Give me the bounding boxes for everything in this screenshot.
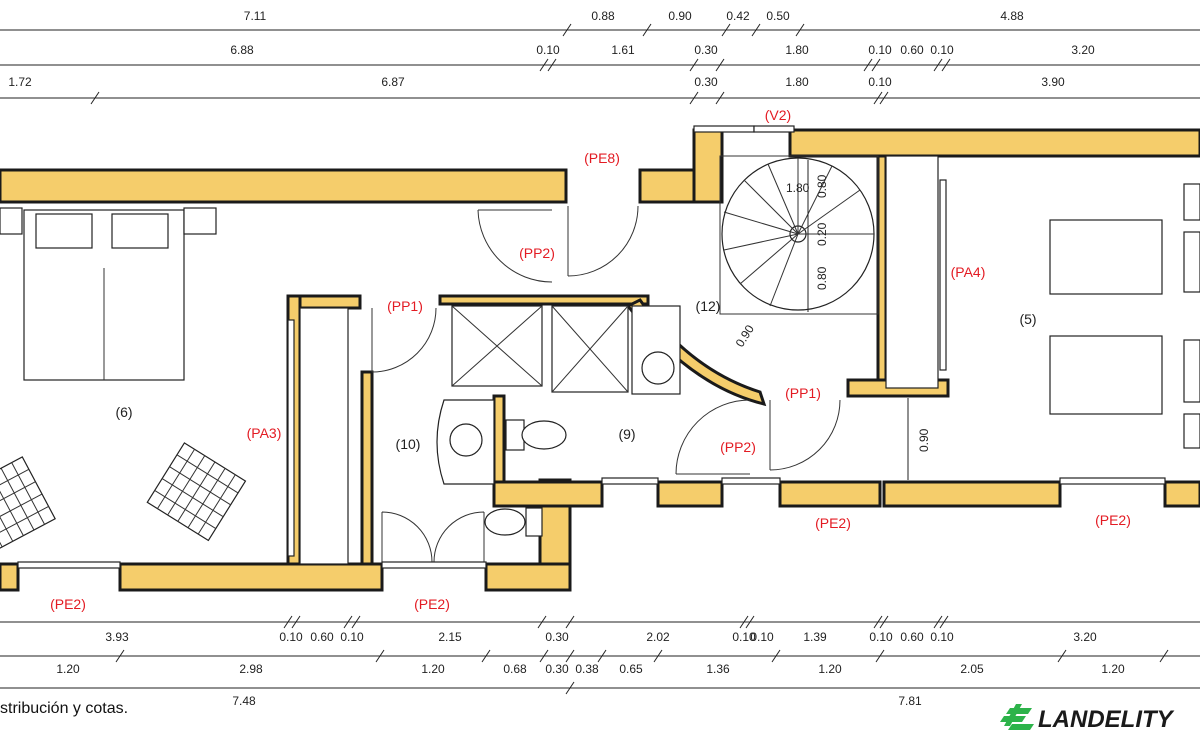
bottom-dim-3-1: 7.48 [232,694,256,708]
top-dim-1-6: 4.88 [1000,9,1024,23]
room-6: (6) [115,404,132,420]
room-12: (12) [696,298,721,314]
bottom-dim-2-4: 0.68 [503,662,527,676]
inner-dim-5: 0.90 [733,322,757,350]
bottom-dim-1-3: 0.60 [310,630,334,644]
top-dim-2-5: 1.80 [785,43,809,57]
top-dim-2-2: 0.10 [536,43,560,57]
label-pp1-left: (PP1) [387,298,423,314]
top-dimensions: 7.11 0.88 0.90 0.42 0.50 4.88 6.88 0.10 … [0,9,1200,105]
top-dim-2-7: 0.60 [900,43,924,57]
bottom-dim-1-11: 0.10 [869,630,893,644]
room-10: (10) [396,436,421,452]
top-dim-2-9: 3.20 [1071,43,1095,57]
label-pp2-top: (PP2) [519,245,555,261]
bottom-dim-3-2: 7.81 [898,694,922,708]
shower-icon [451,305,629,393]
bottom-dim-2-11: 1.20 [1101,662,1125,676]
label-pe8: (PE8) [584,150,620,166]
bottom-dim-2-6: 0.38 [575,662,599,676]
inner-dim-1: 1.80 [786,181,810,195]
bed-icon [0,183,1200,449]
tick-mark-icon [90,23,951,105]
landelity-logo-icon [1000,704,1034,730]
bottom-dim-1-6: 0.30 [545,630,569,644]
bottom-dim-1-4: 0.10 [340,630,364,644]
top-dim-3-5: 0.10 [868,75,892,89]
bottom-dim-2-2: 2.98 [239,662,263,676]
top-dim-2-6: 0.10 [868,43,892,57]
inner-dim-4: 0.80 [815,266,829,290]
bottom-dim-1-2: 0.10 [279,630,303,644]
top-dim-3-3: 0.30 [694,75,718,89]
label-pp2-bottom: (PP2) [720,439,756,455]
top-dim-2-3: 1.61 [611,43,635,57]
bottom-dimensions: 3.93 0.10 0.60 0.10 2.15 0.30 2.02 0.10 … [0,615,1200,708]
bottom-dim-1-14: 3.20 [1073,630,1097,644]
inner-dim-3: 0.20 [815,222,829,246]
opening-labels: (V2) (PE8) (PP2) (PP1) (PP1) (PP2) (PA3)… [50,107,1131,612]
top-dim-3-6: 3.90 [1041,75,1065,89]
brand-logo: LANDELITY [1000,704,1175,733]
bottom-dim-2-8: 1.36 [706,662,730,676]
chair-icon [0,442,247,554]
brand-name: LANDELITY [1038,706,1175,733]
tick-mark-icon [115,615,1169,695]
bottom-dim-1-8: 0.10 [732,630,756,644]
cabinets [299,155,939,565]
bottom-dim-1-1: 3.93 [105,630,129,644]
label-pe2-d: (PE2) [1095,512,1131,528]
top-dim-3-4: 1.80 [785,75,809,89]
bottom-dim-2-3: 1.20 [421,662,445,676]
caption: stribución y cotas. [0,700,128,717]
room-5: (5) [1019,311,1036,327]
room-labels: (6) (10) (9) (12) (5) [115,298,1036,452]
bottom-dim-1-10: 1.39 [803,630,827,644]
bottom-dim-2-1: 1.20 [56,662,80,676]
label-v2: (V2) [765,107,791,123]
bottom-dim-2-9: 1.20 [818,662,842,676]
bottom-dim-2-7: 0.65 [619,662,643,676]
label-pe2-b: (PE2) [414,596,450,612]
bottom-dim-1-5: 2.15 [438,630,462,644]
sink-icon [436,305,681,485]
window-v2 [693,125,755,133]
stair-icon [719,155,879,315]
furniture [0,183,1200,554]
room-9: (9) [618,426,635,442]
label-pe2-a: (PE2) [50,596,86,612]
fixtures [436,305,681,537]
bottom-dim-2-10: 2.05 [960,662,984,676]
label-pe2-c: (PE2) [815,515,851,531]
bottom-dim-2-5: 0.30 [545,662,569,676]
bottom-dim-1-13: 0.10 [930,630,954,644]
top-dim-1-4: 0.42 [726,9,750,23]
top-dim-2-4: 0.30 [694,43,718,57]
bottom-dim-1-7: 2.02 [646,630,670,644]
inner-dim-6: 0.90 [917,428,931,452]
top-dim-1-1: 7.11 [244,9,267,23]
top-dim-3-1: 1.72 [8,75,32,89]
top-dim-2-1: 6.88 [230,43,254,57]
bottom-dim-1-9: 0.10 [750,630,774,644]
label-pp1-right: (PP1) [785,385,821,401]
top-dim-1-2: 0.88 [591,9,615,23]
bottom-dim-1-12: 0.60 [900,630,924,644]
top-dim-2-8: 0.10 [930,43,954,57]
label-pa4: (PA4) [951,264,986,280]
label-pa3: (PA3) [247,425,282,441]
top-dim-1-5: 0.50 [766,9,790,23]
top-dim-3-2: 6.87 [381,75,405,89]
toilet-icon [484,419,567,537]
inner-dim-2: 0.80 [815,174,829,198]
doors [17,125,1166,569]
top-dim-1-3: 0.90 [668,9,692,23]
